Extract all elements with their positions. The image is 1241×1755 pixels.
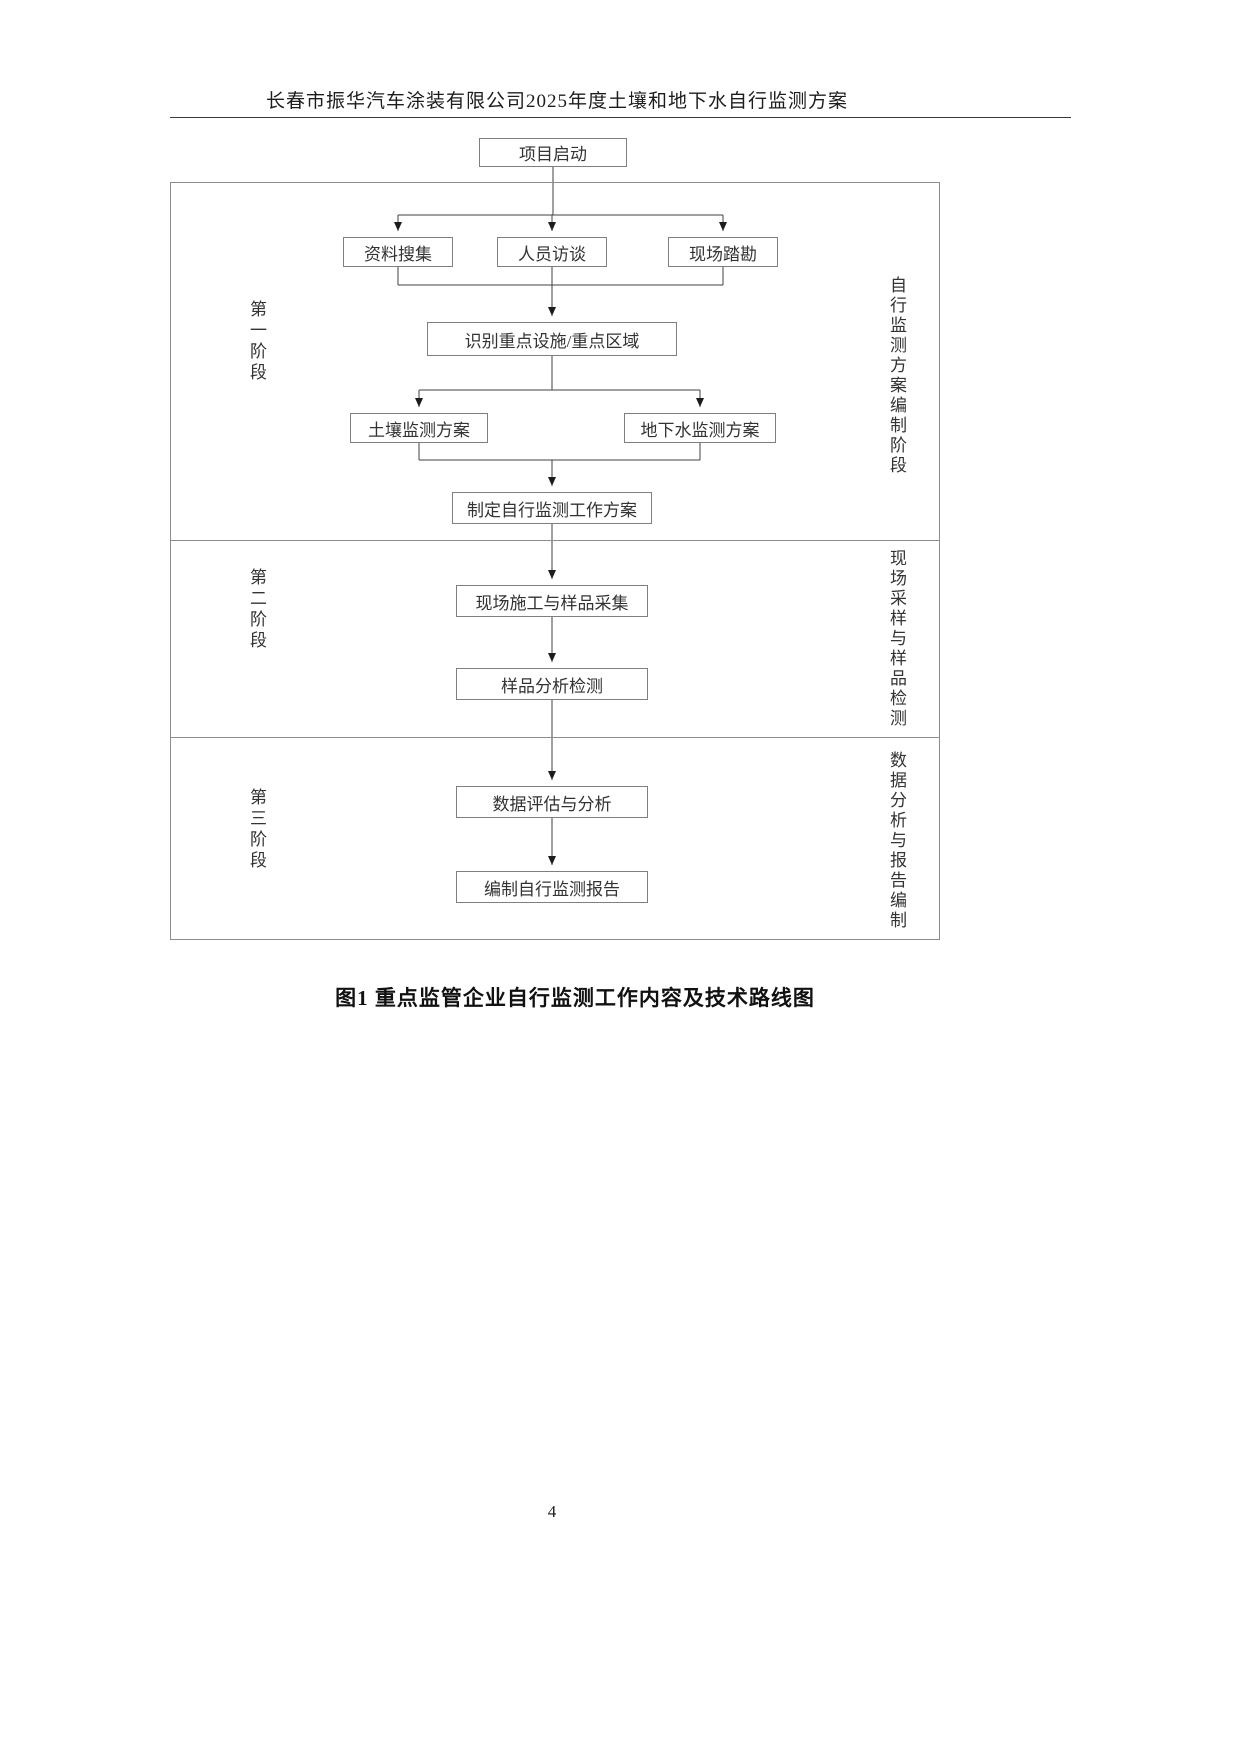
figure-caption: 图1 重点监管企业自行监测工作内容及技术路线图 — [335, 986, 815, 1010]
stage-1-frame — [170, 182, 940, 541]
stage-3-left-label: 第三阶段 — [247, 788, 266, 872]
flow-node-data-evaluation: 数据评估与分析 — [456, 786, 648, 818]
flow-node-site-survey: 现场踏勘 — [668, 237, 778, 267]
flow-node-formulate-plan: 制定自行监测工作方案 — [452, 492, 652, 524]
stage-2-right-label: 现场采样与样品检测 — [887, 549, 906, 729]
flow-node-compile-report: 编制自行监测报告 — [456, 871, 648, 903]
flow-node-site-sampling: 现场施工与样品采集 — [456, 585, 648, 617]
flow-node-sample-analysis: 样品分析检测 — [456, 668, 648, 700]
flow-node-start: 项目启动 — [479, 138, 627, 167]
stage-1-right-label: 自行监测方案编制阶段 — [887, 276, 906, 476]
flow-node-soil-plan: 土壤监测方案 — [350, 413, 488, 443]
page-number: 4 — [547, 1502, 557, 1521]
stage-3-right-label: 数据分析与报告编制 — [887, 751, 906, 931]
stage-2-frame — [170, 541, 940, 738]
flow-node-data-collection: 资料搜集 — [343, 237, 453, 267]
flow-node-personnel-interview: 人员访谈 — [497, 237, 607, 267]
header-divider — [170, 117, 1071, 118]
flow-node-identify-key-areas: 识别重点设施/重点区域 — [427, 322, 677, 356]
stage-2-left-label: 第二阶段 — [247, 568, 266, 652]
flow-node-groundwater-plan: 地下水监测方案 — [624, 413, 776, 443]
stage-1-left-label: 第一阶段 — [247, 300, 266, 384]
stage-3-frame — [170, 738, 940, 940]
document-title: 长春市振华汽车涂装有限公司2025年度土壤和地下水自行监测方案 — [265, 91, 848, 112]
